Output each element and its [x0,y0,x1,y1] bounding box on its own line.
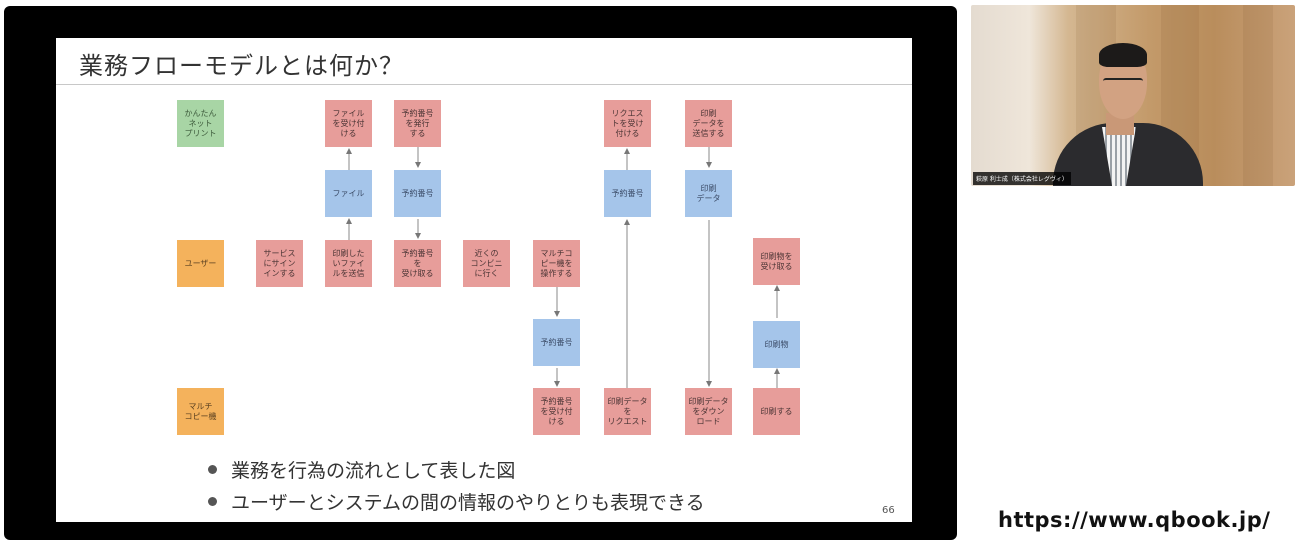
lane-label-system: かんたん ネット プリント [177,100,224,147]
bullet-text: ユーザーとシステムの間の情報のやりとりも表現できる [231,492,705,514]
lane-label-user: ユーザー [177,240,224,287]
screen-share-area: 業務フローモデルとは何か？ [4,6,957,540]
bullet-dot [208,465,217,474]
speaker-glasses [1103,78,1143,89]
box-copier-accept-number: 予約番号 を受け付 ける [533,388,580,435]
participant-name-label: 萩原 利士成（株式会社レグヴィ） [973,172,1071,185]
title-divider [56,84,912,85]
data-reservation-number-1: 予約番号 [394,170,441,217]
bullet-text: 業務を行為の流れとして表した図 [231,460,516,482]
bullet-item-1: 業務を行為の流れとして表した図 [208,456,515,483]
lane-label-copier: マルチ コピー機 [177,388,224,435]
bullet-item-2: ユーザーとシステムの間の情報のやりとりも表現できる [208,488,705,515]
box-accept-request: リクエス トを受け 付ける [604,100,651,147]
data-reservation-number-3: 予約番号 [604,170,651,217]
webcam-video: 萩原 利士成（株式会社レグヴィ） [971,5,1295,186]
box-issue-number: 予約番号 を発行 する [394,100,441,147]
speaker-hair [1099,43,1147,67]
slide: 業務フローモデルとは何か？ [56,38,912,522]
bullet-dot [208,497,217,506]
box-user-operate-copier: マルチコ ピー機を 操作する [533,240,580,287]
wall-panel [1243,5,1273,186]
data-printed-matter: 印刷物 [753,321,800,368]
site-url: https://www.qbook.jp/ [998,508,1271,532]
box-user-send-file: 印刷した いファイ ルを送信 [325,240,372,287]
box-send-print-data: 印刷 データを 送信する [685,100,732,147]
data-file: ファイル [325,170,372,217]
box-user-go-store: 近くの コンビニ に行く [463,240,510,287]
box-user-signin: サービス にサイン インする [256,240,303,287]
box-copier-download-data: 印刷データ をダウン ロード [685,388,732,435]
speaker-neck [1106,113,1134,135]
box-accept-file: ファイル を受け付 ける [325,100,372,147]
box-copier-print: 印刷する [753,388,800,435]
data-print-data: 印刷 データ [685,170,732,217]
box-user-receive-number: 予約番号 を 受け取る [394,240,441,287]
box-user-receive-print: 印刷物を 受け取る [753,238,800,285]
slide-title: 業務フローモデルとは何か？ [79,52,404,80]
slide-page-number: 66 [882,505,895,516]
flow-arrows [346,147,780,388]
box-copier-request-data: 印刷データ を リクエスト [604,388,651,435]
data-reservation-number-2: 予約番号 [533,319,580,366]
